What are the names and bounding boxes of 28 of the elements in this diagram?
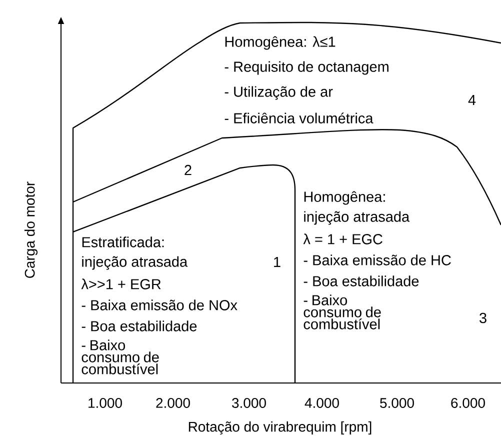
region-number: 4 <box>468 95 476 105</box>
region-number: 3 <box>480 312 486 324</box>
region-label: λ = 1 + EGC <box>303 234 382 244</box>
region-label: Estratificada: <box>82 236 164 248</box>
region-number: 2 <box>184 164 192 176</box>
region-label: - Baixo consumo de combustível <box>82 340 159 374</box>
tick-label: 4.000 <box>304 398 339 408</box>
region-label: λ>>1 + EGR <box>81 278 161 290</box>
axis-title: Carga do motor <box>24 182 38 278</box>
region-label: - Boa estabilidade <box>82 320 197 332</box>
region-label: injeção atrasada <box>304 211 410 225</box>
tick-label: 2.000 <box>156 398 190 408</box>
tick-label: 1.000 <box>88 398 122 408</box>
region-label: - Utilização de ar <box>224 86 333 100</box>
region-label: - Requisito de octanagem <box>224 61 388 75</box>
region-label: - Baixo consumo de combustível <box>304 294 381 330</box>
region-label: Homogênea: <box>304 191 385 205</box>
tick-label: 5.000 <box>380 398 414 408</box>
tick-label: 3.000 <box>232 398 266 408</box>
region-label: - Boa estabilidade <box>304 276 419 286</box>
tick-label: 6.000 <box>451 398 485 408</box>
region-label: injeção atrasada <box>82 256 188 270</box>
region-label: - Eficiência volumétrica <box>224 112 374 124</box>
axis-title: Rotação do virabrequim [rpm] <box>188 421 372 435</box>
region-number: 1 <box>274 257 280 267</box>
region-label: Homogênea: λ≤1 <box>225 36 336 50</box>
region-label: - Baixa emissão de HC <box>304 254 451 266</box>
region-label: - Baixa emissão de NOx <box>82 300 238 310</box>
